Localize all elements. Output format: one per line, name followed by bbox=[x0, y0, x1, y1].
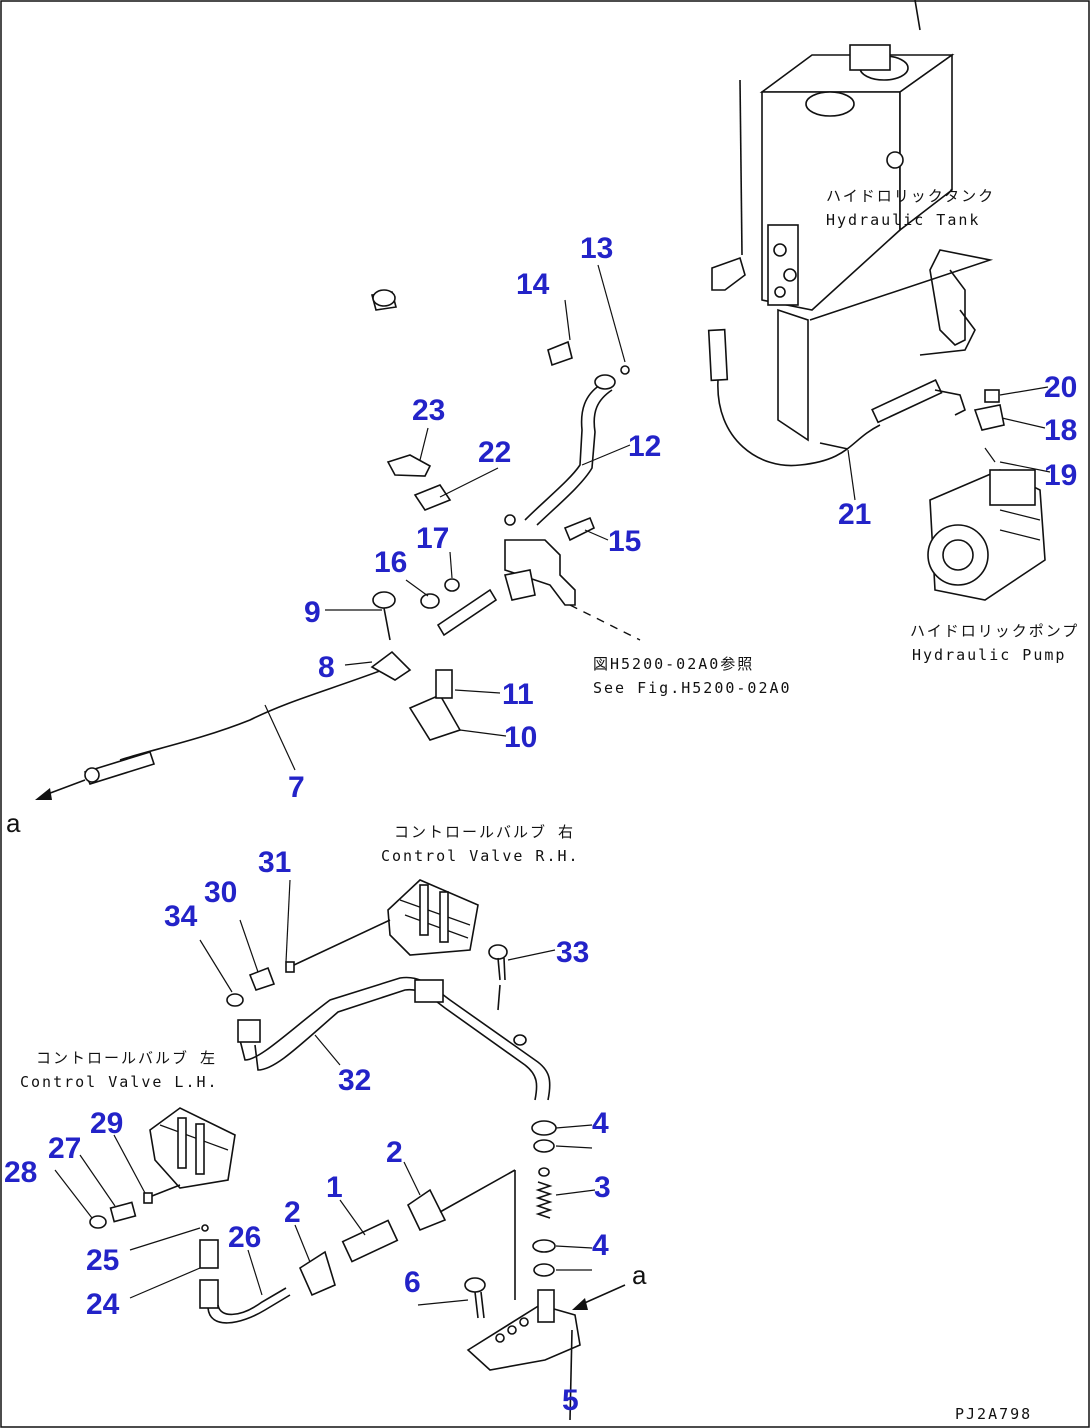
callout-21: 21 bbox=[838, 498, 871, 531]
ref-label-a-top: a bbox=[6, 808, 21, 838]
callout-26: 26 bbox=[228, 1221, 261, 1254]
callout-8: 8 bbox=[318, 651, 335, 684]
see-fig-en-label: See Fig.H5200-02A0 bbox=[593, 679, 792, 697]
see-fig-jp-label: 図H5200-02A0参照 bbox=[593, 655, 754, 673]
ref-arrow-a-bottom bbox=[572, 1284, 626, 1310]
bolt-9 bbox=[372, 591, 396, 641]
pump-en-label: Hydraulic Pump bbox=[912, 646, 1066, 664]
callout-3: 3 bbox=[594, 1171, 611, 1204]
callout-4: 4 bbox=[592, 1229, 609, 1262]
callout-15: 15 bbox=[608, 525, 641, 558]
tube-12 bbox=[524, 340, 630, 526]
callout-10: 10 bbox=[504, 721, 537, 754]
callout-14: 14 bbox=[516, 268, 550, 301]
callout-12: 12 bbox=[628, 430, 661, 463]
hose-7 bbox=[83, 289, 498, 785]
callout-27: 27 bbox=[48, 1132, 81, 1165]
callout-11: 11 bbox=[502, 678, 534, 711]
tank-jp-label: ハイドロリックタンク bbox=[826, 187, 995, 205]
spring-3-rings-4 bbox=[514, 1120, 557, 1300]
callout-2: 2 bbox=[284, 1196, 301, 1229]
hose-21 bbox=[707, 328, 966, 467]
callout-7: 7 bbox=[288, 771, 305, 804]
callout-23: 23 bbox=[412, 394, 445, 427]
ref-arrow-a-top bbox=[35, 779, 86, 800]
callout-13: 13 bbox=[580, 232, 613, 265]
callout-16: 16 bbox=[374, 546, 407, 579]
callout-29: 29 bbox=[90, 1107, 123, 1140]
figure-code: PJ2A798 bbox=[955, 1405, 1032, 1423]
bracket-assembly bbox=[503, 514, 596, 606]
control-valve-lh bbox=[149, 1107, 236, 1189]
cv-rh-en-label: Control Valve R.H. bbox=[381, 847, 580, 865]
fittings-27-28-29 bbox=[89, 1184, 181, 1229]
callout-18: 18 bbox=[1044, 414, 1077, 447]
callout-19: 19 bbox=[1044, 459, 1077, 492]
callout-1: 1 bbox=[326, 1171, 343, 1204]
callout-30: 30 bbox=[204, 876, 237, 909]
hydraulic-pump bbox=[927, 469, 1046, 601]
callout-34: 34 bbox=[164, 900, 198, 933]
tank-elbow-fitting bbox=[711, 79, 746, 291]
fittings-30-31-34 bbox=[226, 919, 391, 1007]
pump-jp-label: ハイドロリックポンプ bbox=[910, 622, 1079, 640]
callout-numbers: 1 2 2 3 4 4 5 6 7 8 9 10 11 12 13 14 15 … bbox=[4, 232, 1077, 1417]
callout-2: 2 bbox=[386, 1136, 403, 1169]
tube-32 bbox=[237, 976, 551, 1101]
callout-31: 31 bbox=[258, 846, 291, 879]
hose-26 bbox=[199, 1219, 399, 1324]
callout-24: 24 bbox=[86, 1288, 120, 1321]
callout-17: 17 bbox=[416, 522, 449, 555]
cv-lh-jp-label: コントロールバルブ 左 bbox=[36, 1049, 217, 1067]
cv-lh-en-label: Control Valve L.H. bbox=[20, 1073, 219, 1091]
control-valve-rh bbox=[387, 879, 479, 956]
callout-25: 25 bbox=[86, 1244, 119, 1277]
nut-16-washer-17 bbox=[420, 578, 460, 609]
bolt-23-clip-22 bbox=[386, 454, 452, 511]
clamp-2-upper bbox=[406, 1169, 516, 1232]
cv-rh-jp-label: コントロールバルブ 右 bbox=[394, 823, 575, 841]
callout-6: 6 bbox=[404, 1266, 421, 1299]
callout-22: 22 bbox=[478, 436, 511, 469]
fittings-18-20 bbox=[973, 389, 1005, 463]
hydraulic-tank bbox=[759, 0, 994, 442]
callout-9: 9 bbox=[304, 596, 321, 629]
leader-lines bbox=[54, 264, 1051, 1306]
callout-20: 20 bbox=[1044, 371, 1077, 404]
callout-5: 5 bbox=[562, 1384, 579, 1417]
callout-28: 28 bbox=[4, 1156, 37, 1189]
see-fig-leader bbox=[569, 604, 641, 641]
bolt-6 bbox=[464, 1277, 486, 1319]
callout-4: 4 bbox=[592, 1107, 609, 1140]
bolt-33 bbox=[488, 944, 508, 1011]
tank-en-label: Hydraulic Tank bbox=[826, 211, 980, 229]
callout-33: 33 bbox=[556, 936, 589, 969]
manifold-5 bbox=[466, 1289, 581, 1421]
ref-label-a-bottom: a bbox=[632, 1260, 647, 1290]
callout-32: 32 bbox=[338, 1064, 371, 1097]
